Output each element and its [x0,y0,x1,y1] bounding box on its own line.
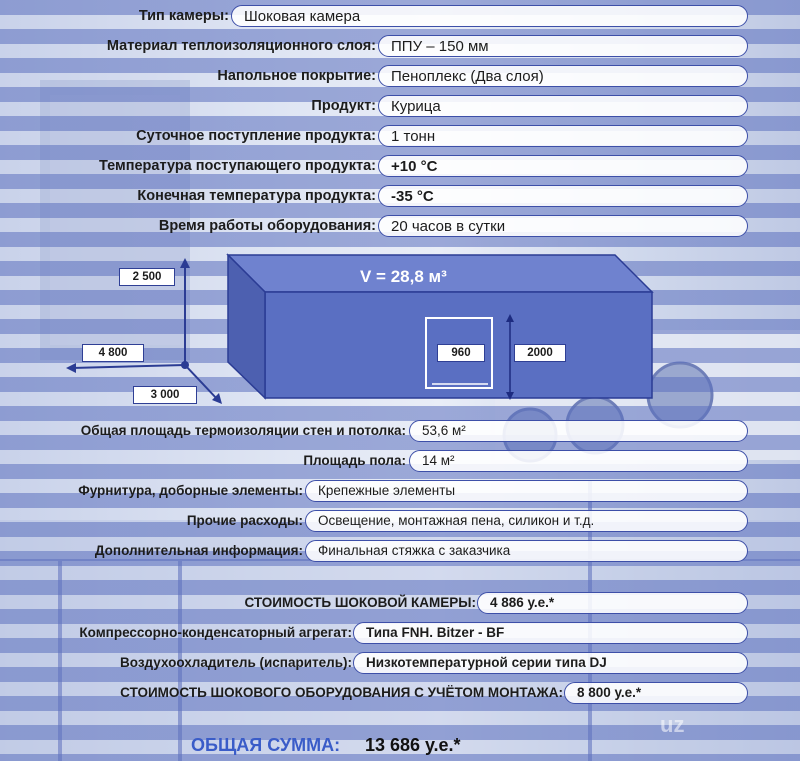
area-row: Дополнительная информация: Финальная стя… [0,540,800,564]
area-value-field: 53,6 м² [409,420,748,442]
cost-value-field: Типа FNH. Bitzer - BF [353,622,748,644]
param-value-field: Шоковая камера [231,5,748,27]
param-value: Шоковая камера [244,8,361,25]
area-label: Общая площадь термоизоляции стен и потол… [80,423,406,438]
param-value: +10 °С [391,158,438,175]
area-label: Прочие расходы: [186,513,303,528]
area-value: 53,6 м² [422,423,466,438]
area-value: Финальная стяжка с заказчика [318,543,511,558]
area-label: Площадь пола: [303,453,406,468]
area-value-field: Освещение, монтажная пена, силикон и т.д… [305,510,748,532]
cost-row: СТОИМОСТЬ ШОКОВОЙ КАМЕРЫ: 4 886 у.е.* [0,592,800,616]
param-value: Курица [391,98,441,115]
param-row: Время работы оборудования: 20 часов в су… [0,215,800,239]
door-width-dimension: 960 [437,344,485,362]
param-label: Конечная температура продукта: [137,188,376,204]
area-row: Общая площадь термоизоляции стен и потол… [0,420,800,444]
area-label: Дополнительная информация: [94,543,303,558]
door [425,317,493,389]
param-value-field: ППУ – 150 мм [378,35,748,57]
total-value: 13 686 у.е.* [365,735,461,755]
cost-value: Низкотемпературной серии типа DJ [366,655,607,670]
param-value-field: +10 °С [378,155,748,177]
area-row: Фурнитура, доборные элементы: Крепежные … [0,480,800,504]
param-value: -35 °С [391,188,434,205]
param-value-field: Курица [378,95,748,117]
param-value: ППУ – 150 мм [391,38,489,55]
cost-value: 8 800 у.е.* [577,685,642,700]
param-value: Пеноплекс (Два слоя) [391,68,544,85]
param-value: 1 тонн [391,128,436,145]
param-label: Напольное покрытие: [217,68,376,84]
cost-value-field: 4 886 у.е.* [477,592,748,614]
cost-row: Воздухоохладитель (испаритель): Низкотем… [0,652,800,676]
param-label: Материал теплоизоляционного слоя: [106,38,376,54]
param-label: Продукт: [311,98,376,114]
cost-label: Компрессорно-конденсаторный агрегат: [79,625,352,640]
door-height-dimension: 2000 [514,344,566,362]
area-value-field: 14 м² [409,450,748,472]
param-value: 20 часов в сутки [391,218,506,235]
length-dimension: 4 800 [82,344,144,362]
param-row: Продукт: Курица [0,95,800,119]
param-value-field: Пеноплекс (Два слоя) [378,65,748,87]
param-row: Тип камеры: Шоковая камера [0,5,800,29]
total-sum: ОБЩАЯ СУММА: 13 686 у.е.* [0,735,800,757]
param-label: Тип камеры: [138,8,229,24]
cost-row: Компрессорно-конденсаторный агрегат: Тип… [0,622,800,646]
area-value: 14 м² [422,453,455,468]
param-row: Суточное поступление продукта: 1 тонн [0,125,800,149]
param-row: Напольное покрытие: Пеноплекс (Два слоя) [0,65,800,89]
param-value-field: 20 часов в сутки [378,215,748,237]
cost-value: 4 886 у.е.* [490,595,555,610]
area-value: Освещение, монтажная пена, силикон и т.д… [318,513,595,528]
volume-label: V = 28,8 м³ [360,267,447,286]
area-label: Фурнитура, доборные элементы: [78,483,303,498]
cost-label: Воздухоохладитель (испаритель): [120,655,352,670]
cost-label: СТОИМОСТЬ ШОКОВОЙ КАМЕРЫ: [244,595,476,610]
total-label: ОБЩАЯ СУММА: [191,735,341,755]
param-label: Время работы оборудования: [158,218,376,234]
param-label: Температура поступающего продукта: [99,158,376,174]
param-label: Суточное поступление продукта: [136,128,376,144]
cost-row: СТОИМОСТЬ ШОКОВОГО ОБОРУДОВАНИЯ С УЧЁТОМ… [0,682,800,706]
cost-value-field: Низкотемпературной серии типа DJ [353,652,748,674]
param-value-field: -35 °С [378,185,748,207]
param-row: Материал теплоизоляционного слоя: ППУ – … [0,35,800,59]
cost-value-field: 8 800 у.е.* [564,682,748,704]
axis-width [184,364,219,401]
area-value-field: Крепежные элементы [305,480,748,502]
param-value-field: 1 тонн [378,125,748,147]
cost-value: Типа FNH. Bitzer - BF [366,625,505,640]
area-value: Крепежные элементы [318,483,456,498]
width-dimension: 3 000 [133,386,197,404]
area-value-field: Финальная стяжка с заказчика [305,540,748,562]
box-side-face [227,253,266,400]
watermark-logo: uz [660,712,685,737]
cost-label: СТОИМОСТЬ ШОКОВОГО ОБОРУДОВАНИЯ С УЧЁТОМ… [120,685,563,700]
area-row: Площадь пола: 14 м² [0,450,800,474]
chamber-diagram: V = 28,8 м³ 2 500 4 800 3 000 960 2000 [0,240,800,420]
axis-length [71,364,186,369]
param-row: Температура поступающего продукта: +10 °… [0,155,800,179]
param-row: Конечная температура продукта: -35 °С [0,185,800,209]
height-dimension: 2 500 [119,268,175,286]
area-row: Прочие расходы: Освещение, монтажная пен… [0,510,800,534]
